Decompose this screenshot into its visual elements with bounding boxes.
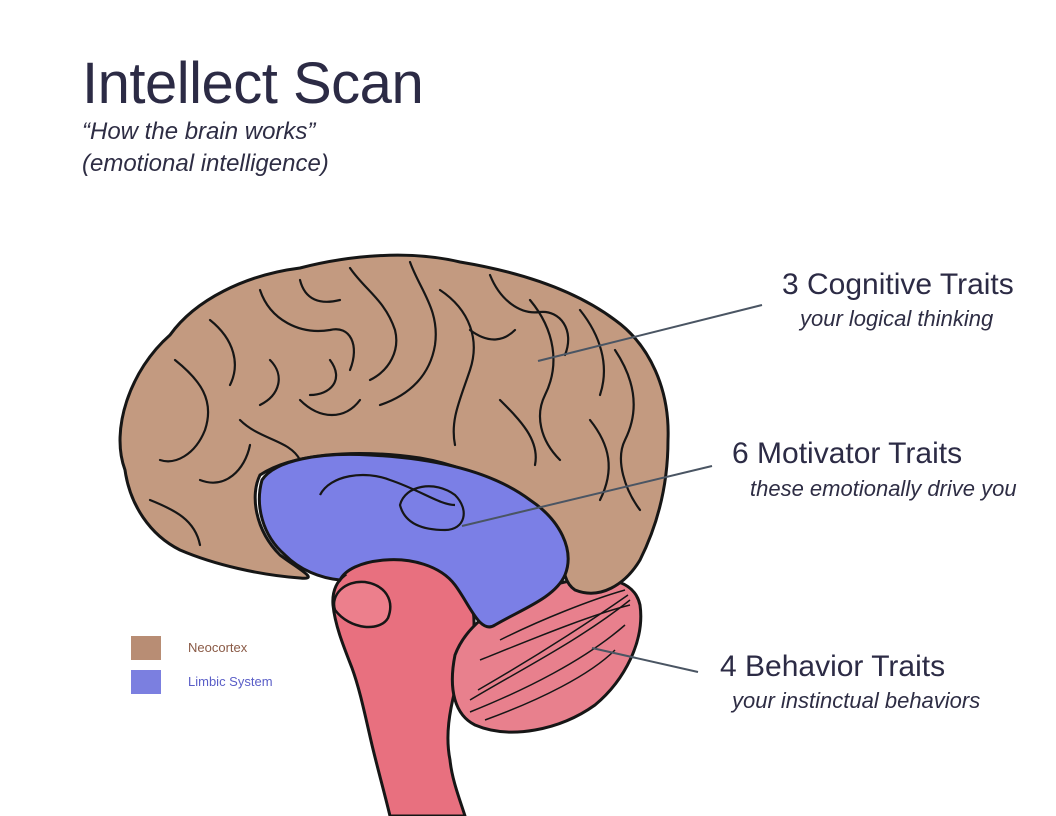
callout-behavior-desc: your instinctual behaviors	[732, 688, 981, 713]
callout-cognitive-desc: your logical thinking	[800, 306, 994, 331]
limbic-system	[257, 452, 570, 629]
pointer-motivator	[461, 465, 713, 527]
callout-motivator-title: 6 Motivator Traits	[732, 437, 963, 470]
callout-motivator-desc: these emotionally drive you	[750, 476, 1017, 501]
legend-label-limbic: Limbic System	[188, 674, 273, 689]
pointer-cognitive	[537, 304, 763, 362]
legend-label-neocortex: Neocortex	[188, 640, 248, 655]
callout-pointers	[461, 304, 763, 673]
page-subtitle-quote: “How the brain works”	[82, 118, 316, 145]
legend-swatch-neocortex	[131, 636, 161, 660]
limbic-detail	[319, 473, 465, 532]
page-subtitle-parenthetical: (emotional intelligence)	[82, 150, 329, 177]
neocortex	[118, 253, 670, 595]
callout-behavior-title: 4 Behavior Traits	[720, 650, 946, 683]
page-title: Intellect Scan	[82, 51, 424, 116]
pointer-behavior	[591, 647, 699, 673]
cerebellum-folia	[469, 589, 631, 721]
pons-detail	[332, 580, 392, 629]
legend-swatch-limbic	[131, 670, 161, 694]
callout-cognitive-title: 3 Cognitive Traits	[782, 268, 1014, 301]
neocortex-gyri	[148, 260, 642, 547]
